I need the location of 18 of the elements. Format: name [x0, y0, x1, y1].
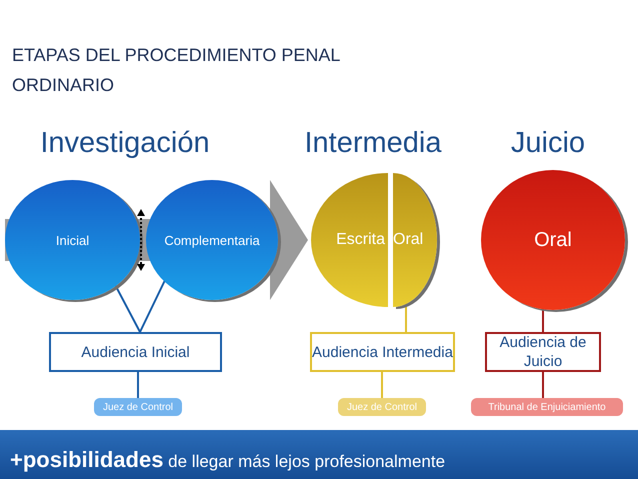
- authority-tag: Juez de Control: [94, 398, 182, 416]
- connector-line: [542, 372, 544, 398]
- stage-ellipse: Inicial: [5, 180, 140, 300]
- hearing-box: Audiencia de Juicio: [485, 332, 601, 372]
- stage-heading: Juicio: [510, 126, 586, 161]
- stage-ellipse: Complementaria: [146, 180, 278, 300]
- stage-ellipse: Oral: [481, 170, 625, 310]
- footer-slogan: +posibilidades de llegar más lejos profesionalmente: [10, 447, 446, 473]
- connector-line: [137, 372, 139, 398]
- hearing-box: Audiencia Intermedia: [310, 332, 455, 372]
- hearing-box: Audiencia Inicial: [49, 332, 222, 372]
- connector-line: [381, 372, 383, 398]
- authority-tag: Juez de Control: [338, 398, 426, 416]
- stage-heading: Intermedia: [303, 126, 442, 161]
- connector-line: [139, 280, 166, 332]
- authority-tag: Tribunal de Enjuiciamiento: [471, 398, 623, 416]
- title: ETAPAS DEL PROCEDIMIENTO PENAL ORDINARIO: [12, 44, 341, 97]
- stage-heading: Investigación: [39, 126, 211, 161]
